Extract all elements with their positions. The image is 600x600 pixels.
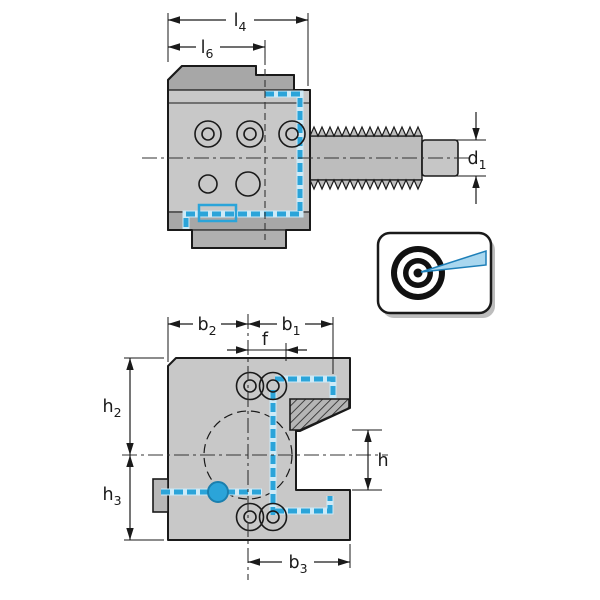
lower-hole [235, 171, 261, 197]
top-flange-shading [168, 66, 294, 90]
dim-h2: h2 [102, 357, 164, 455]
dim-b2: b2 [167, 315, 248, 362]
dim-b1: b1 [248, 315, 334, 374]
lower-hole [198, 174, 218, 194]
dim-b3: b3 [248, 544, 351, 576]
dim-label-b1: b1 [281, 315, 300, 338]
dim-h3: h3 [102, 455, 164, 541]
coolant-inlet [207, 481, 229, 503]
dim-label-l6: l6 [201, 38, 214, 61]
mounting-hole [278, 120, 306, 148]
coolant-path [183, 91, 303, 229]
coolant-channel-front [161, 375, 337, 515]
mounting-hole-inner [243, 127, 257, 141]
mounting-hole-inner [201, 127, 215, 141]
thread-crests-bottom [309, 178, 423, 191]
dim-f: f [227, 330, 307, 361]
coolant-channel-side [182, 90, 304, 229]
serrated-clamp-wedge [289, 398, 350, 431]
mounting-hole-inner [285, 127, 299, 141]
dim-d1: d1 [456, 112, 487, 204]
dim-h: h [352, 429, 389, 491]
coolant-path [275, 496, 333, 514]
coolant-plug-outline [197, 203, 238, 223]
dim-label-h2: h2 [102, 397, 121, 420]
coolant-port-inner [243, 510, 257, 524]
coolant-port [235, 502, 265, 532]
dim-label-d1: d1 [467, 149, 486, 172]
coolant-ports [207, 371, 288, 532]
coolant-jet-pointer-icon [420, 249, 487, 273]
mounting-holes-side [194, 120, 306, 197]
mounting-hole [236, 120, 264, 148]
dim-l4: l4 [167, 11, 309, 86]
coolant-port [258, 502, 288, 532]
coolant-port-inner [243, 379, 257, 393]
bullseye-center [413, 268, 423, 278]
dim-label-l4: l4 [234, 11, 247, 34]
dim-label-b2: b2 [197, 315, 216, 338]
coolant-port [235, 371, 265, 401]
coolant-port-inner [266, 379, 280, 393]
side-view-body-outline [167, 65, 311, 249]
coolant-port [258, 371, 288, 401]
bullseye-icon [391, 246, 445, 300]
bottom-step-shading [193, 231, 285, 247]
mounting-hole [194, 120, 222, 148]
coolant-direction-icon [376, 231, 495, 318]
coolant-path [275, 376, 336, 398]
side-view: l4 l6 d1 [142, 11, 487, 249]
thread-crests-top [309, 125, 423, 138]
dim-label-h3: h3 [102, 485, 121, 508]
dim-label-b3: b3 [288, 553, 307, 576]
dim-label-h: h [377, 451, 388, 471]
coolant-port-inner [266, 510, 280, 524]
dim-label-f: f [262, 330, 269, 350]
dim-l6: l6 [168, 38, 266, 61]
front-view: b2 b1 f h2 h3 [102, 314, 389, 580]
